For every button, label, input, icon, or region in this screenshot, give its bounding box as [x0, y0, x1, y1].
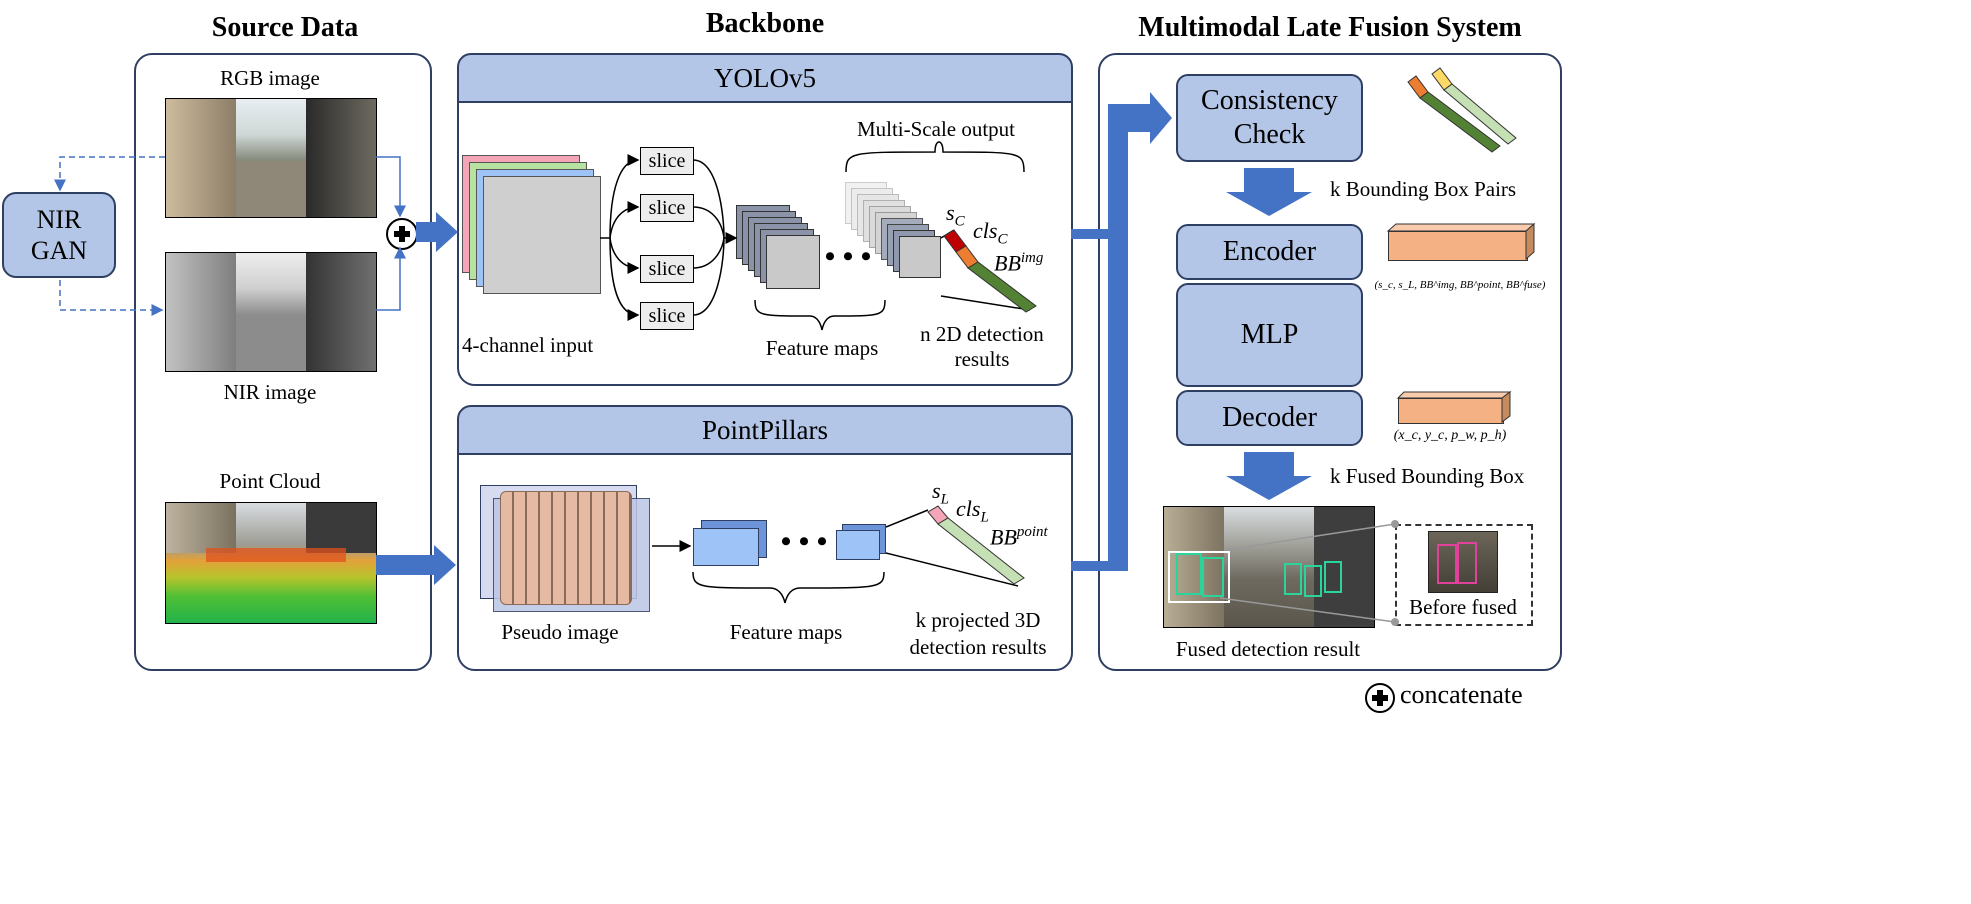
nir-gan-block: NIR GAN	[2, 192, 116, 278]
branch-2	[609, 201, 640, 239]
consistency-line2: Check	[1233, 119, 1306, 150]
fused-box	[1176, 553, 1202, 595]
rgb-image-label: RGB image	[220, 66, 320, 90]
input-label: 4-channel input	[462, 333, 594, 357]
ellipsis-dots: • • •	[824, 240, 872, 273]
yolo-det-label-line1: n 2D detection	[920, 322, 1044, 346]
consistency-line1: Consistency	[1201, 85, 1338, 117]
pairs-label: k Bounding Box Pairs	[1330, 177, 1517, 201]
yolo-det-label-line2: results	[954, 347, 1010, 371]
concat-to-yolo-arrow	[416, 212, 458, 252]
pp-det-label-line2: detection results	[909, 635, 1047, 659]
pp-feature-large	[693, 520, 767, 566]
decoder-vector-label: (x_c, y_c, p_w, p_h)	[1393, 428, 1507, 443]
yolo-feature-label: Feature maps	[765, 336, 879, 360]
fused-result-image	[1163, 506, 1375, 628]
pillar-row	[500, 491, 632, 605]
fused-box	[1202, 557, 1224, 597]
yolo-to-fusion-arrow	[1071, 229, 1118, 239]
pseudo-image	[480, 485, 650, 612]
yolo-score-label: sC	[946, 200, 965, 230]
multiscale-brace	[845, 141, 1025, 173]
fused-box	[1324, 561, 1342, 593]
nir-image-label: NIR image	[223, 380, 317, 404]
yolo-feature-brace	[754, 299, 886, 331]
slice-box-1: slice	[640, 147, 694, 175]
encoder-block: Encoder	[1176, 224, 1363, 280]
slice-box-4: slice	[640, 302, 694, 330]
encoder-vector-depth	[1386, 223, 1536, 232]
before-fused-image	[1428, 531, 1498, 593]
gan-in-dashed	[54, 156, 165, 192]
input-channel-nir	[483, 176, 601, 294]
yolo-bb-label: BBimg	[994, 250, 1044, 276]
point-cloud-image	[165, 502, 377, 624]
multiscale-label: Multi-Scale output	[856, 117, 1016, 141]
legend-concatenate-icon	[1365, 683, 1395, 713]
branch-3	[609, 237, 640, 274]
rgb-to-concat-line	[376, 156, 406, 218]
fused-result-label: Fused detection result	[1175, 637, 1361, 661]
before-fused-label: Before fused	[1409, 595, 1517, 619]
point-cloud-label: Point Cloud	[219, 469, 321, 493]
pp-feature-small	[836, 524, 886, 560]
mlp-block: MLP	[1176, 283, 1363, 387]
pp-det-label-line1: k projected 3D	[915, 608, 1041, 632]
fused-bbox-label: k Fused Bounding Box	[1330, 464, 1525, 488]
nir-image	[165, 252, 377, 372]
pp-bb-label: BBpoint	[990, 524, 1048, 550]
encoder-vector	[1388, 231, 1528, 261]
fused-down-arrow	[1226, 452, 1312, 500]
consistency-check-block: Consistency Check	[1176, 74, 1363, 162]
backbone-title: Backbone	[705, 8, 825, 39]
legend-label: concatenate	[1400, 680, 1523, 709]
concatenate-icon	[386, 218, 418, 250]
yolo-title: YOLOv5	[457, 53, 1073, 103]
nir-to-concat-line	[376, 246, 406, 311]
zoom-line-top	[1224, 523, 1396, 551]
decoder-block: Decoder	[1176, 390, 1363, 446]
fusion-title: Multimodal Late Fusion System	[1138, 12, 1522, 43]
fused-box	[1304, 565, 1322, 597]
decoder-vector-depth	[1396, 391, 1512, 399]
yolo-cls-label: clsC	[973, 218, 1008, 248]
pc-to-pp-arrow	[376, 545, 456, 585]
to-consistency-arrow	[1108, 92, 1172, 144]
slice-box-3: slice	[640, 255, 694, 283]
rgb-image	[165, 98, 377, 218]
pp-to-fusion-arrow	[1071, 561, 1118, 571]
pairs-down-arrow	[1226, 168, 1312, 216]
pseudo-image-label: Pseudo image	[501, 620, 619, 644]
fused-box	[1284, 563, 1302, 595]
before-fused-box	[1395, 524, 1533, 626]
pp-result-vector	[885, 505, 1025, 587]
zoom-region	[1168, 551, 1230, 603]
encoder-vector-label: (s_c, s_L, BB^img, BB^point, BB^fuse)	[1374, 279, 1546, 291]
pp-feature-label: Feature maps	[729, 620, 843, 644]
pp-ellipsis-dots: • • •	[780, 525, 828, 558]
pp-score-label: sL	[932, 478, 949, 508]
branch-1	[609, 154, 640, 239]
connector-layer	[54, 67, 1536, 626]
pp-feature-brace	[692, 571, 885, 604]
pointpillars-title: PointPillars	[457, 405, 1073, 455]
yolo-result-vector	[940, 229, 1037, 313]
feature-map-stack	[736, 205, 876, 305]
bbox-pairs-icon	[1407, 67, 1517, 153]
slice-box-2: slice	[640, 194, 694, 222]
gan-out-dashed	[59, 280, 164, 316]
zoom-line-bottom	[1219, 597, 1396, 623]
pp-cls-label: clsL	[956, 496, 989, 526]
branch-4	[609, 237, 640, 321]
multiscale-stack	[845, 182, 945, 294]
source-data-title: Source Data	[211, 12, 359, 43]
